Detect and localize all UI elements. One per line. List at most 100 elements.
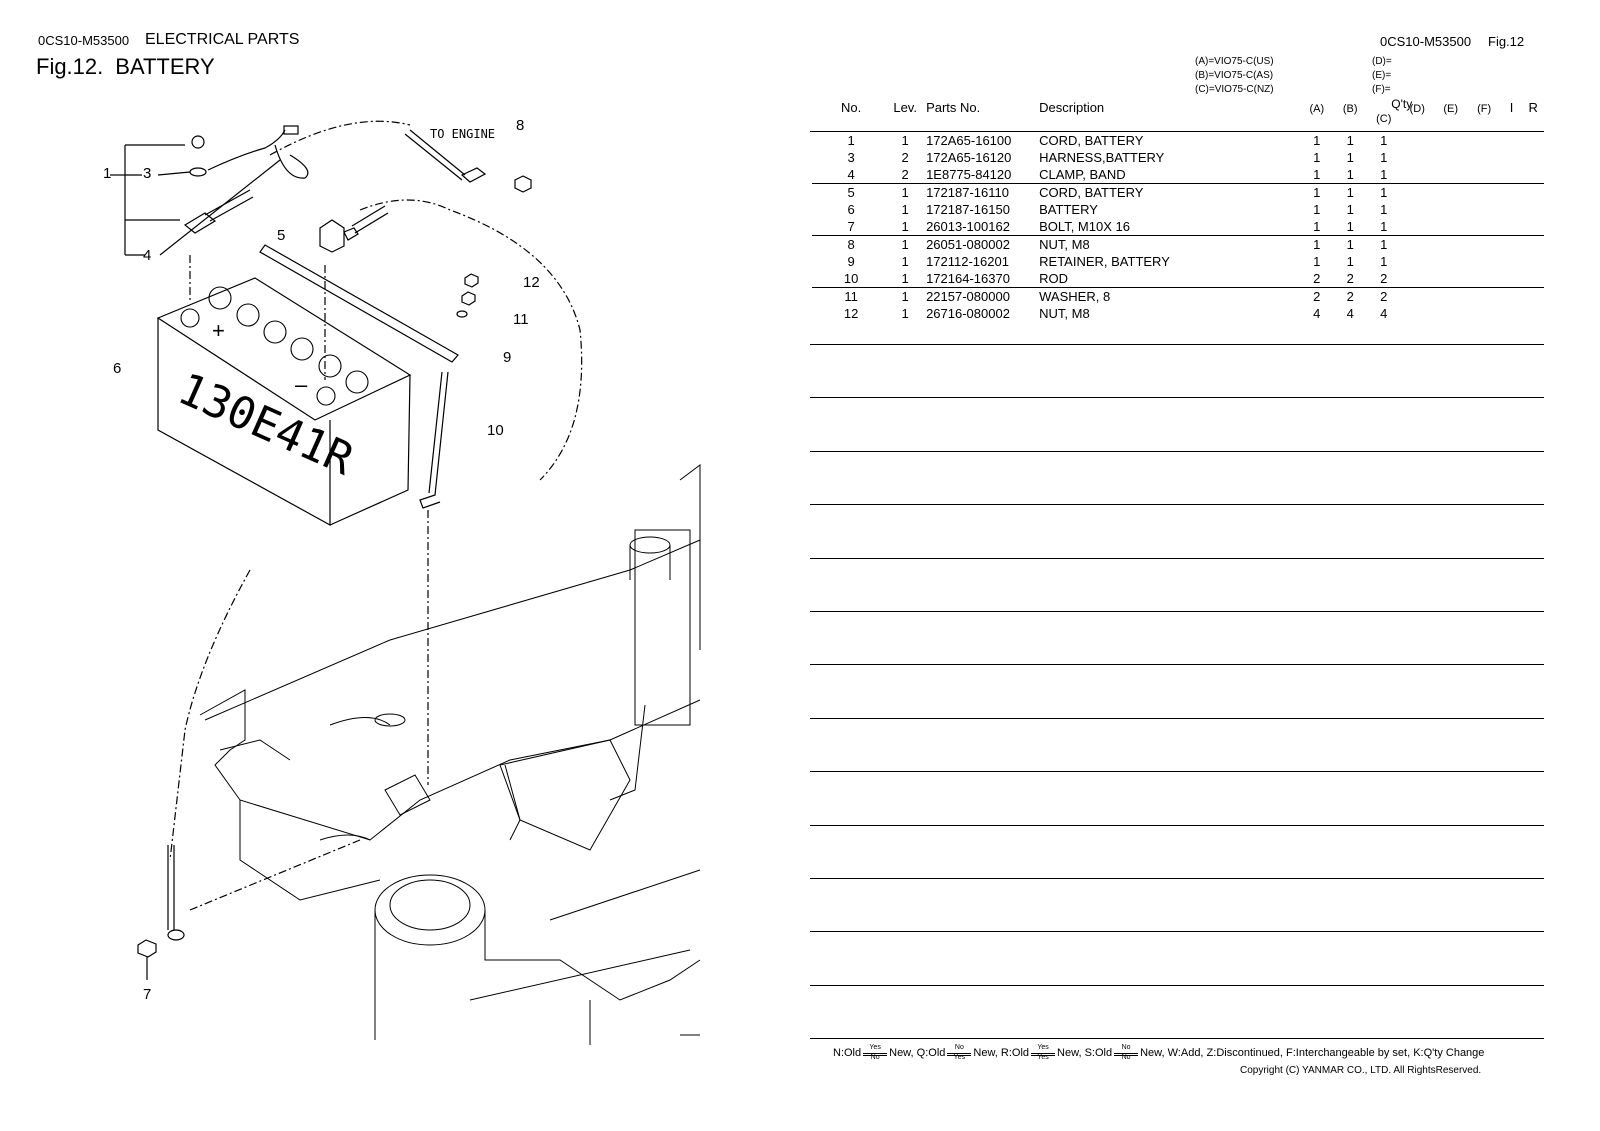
cell-d [1400, 270, 1434, 288]
cell-d [1401, 305, 1434, 322]
cell-desc: CLAMP, BAND [1039, 166, 1301, 184]
section-name: ELECTRICAL PARTS [145, 31, 300, 48]
battery-marking: 130E41R [171, 363, 362, 485]
blank-rule [810, 771, 1544, 772]
rod-art [419, 371, 449, 509]
cell-part-no: 26013-100162 [920, 218, 1040, 236]
cell-r [1522, 236, 1544, 254]
model-f: (F)= [1372, 84, 1391, 95]
battery-minus-mark: – [295, 372, 308, 397]
cell-i [1501, 201, 1522, 218]
model-c: (C)=VIO75-C(NZ) [1195, 84, 1274, 95]
cell-lev: 1 [890, 270, 921, 288]
cell-e [1434, 270, 1468, 288]
blank-rule [810, 451, 1544, 452]
col-e: (E) [1443, 103, 1459, 115]
copyright: Copyright (C) YANMAR CO., LTD. All Right… [1240, 1065, 1482, 1076]
cell-r [1522, 288, 1544, 306]
model-a: (A)=VIO75-C(US) [1195, 56, 1274, 67]
cell-e [1434, 218, 1468, 236]
cell-r [1522, 270, 1544, 288]
header-rule [810, 131, 1544, 132]
cell-r [1522, 305, 1544, 322]
cell-i [1501, 184, 1522, 202]
col-f: (F) [1477, 103, 1492, 115]
cell-e [1434, 253, 1467, 270]
fig-number: Fig.12. [36, 54, 104, 79]
callout-11: 11 [513, 311, 529, 328]
qty-header: Q'ty [1391, 97, 1413, 111]
callout-12: 12 [523, 274, 540, 291]
cell-desc: ROD [1039, 270, 1301, 288]
cell-no: 8 [847, 237, 855, 252]
cell-c: 1 [1380, 133, 1388, 148]
cell-lev: 1 [901, 133, 909, 148]
cell-a: 2 [1313, 289, 1321, 304]
col-c: Q'ty(C) [1376, 97, 1413, 125]
cell-f [1467, 236, 1500, 254]
parts-table: No. Lev. Parts No. Description (A) (B) Q… [812, 97, 1544, 322]
cell-a: 1 [1313, 254, 1321, 269]
col-d: (D) [1409, 103, 1425, 115]
cell-no: 5 [847, 185, 855, 200]
blank-rule [810, 878, 1544, 879]
blank-rule [810, 664, 1544, 665]
col-description: Description [1039, 100, 1105, 115]
cell-c: 4 [1380, 306, 1388, 321]
callout-4: 4 [143, 247, 152, 264]
cell-lev: 1 [901, 289, 909, 304]
engine-cable-art [404, 129, 532, 193]
cell-no: 7 [812, 218, 891, 236]
cell-a: 1 [1300, 166, 1334, 184]
cell-lev: 1 [901, 306, 909, 321]
cell-e [1434, 166, 1468, 184]
cell-desc: CORD, BATTERY [1039, 133, 1144, 148]
cell-r [1522, 149, 1544, 166]
cell-a: 1 [1313, 150, 1321, 165]
battery-cord-art [319, 205, 389, 253]
cell-b: 1 [1346, 133, 1354, 148]
cell-d [1401, 253, 1434, 270]
cell-part-no: 1E8775-84120 [920, 166, 1040, 184]
cell-b: 2 [1333, 270, 1367, 288]
cell-r [1522, 184, 1544, 202]
cell-d [1400, 218, 1434, 236]
cell-d [1401, 184, 1434, 202]
cell-no: 10 [812, 270, 891, 288]
page-title: Fig.12.BATTERY [36, 54, 227, 80]
cell-c: 1 [1380, 150, 1388, 165]
cell-part-no: 172164-16370 [920, 270, 1040, 288]
cell-b: 1 [1346, 237, 1354, 252]
blank-rule [810, 1038, 1544, 1039]
blank-rule [810, 397, 1544, 398]
cell-desc: HARNESS,BATTERY [1039, 150, 1165, 165]
cell-part-no: 26716-080002 [926, 306, 1010, 321]
cell-desc: BOLT, M10X 16 [1039, 218, 1301, 236]
cell-d [1401, 236, 1434, 254]
cell-i [1500, 218, 1523, 236]
cell-e [1434, 305, 1467, 322]
cell-f [1467, 288, 1500, 306]
cell-c: 1 [1366, 166, 1401, 184]
cell-desc: NUT, M8 [1039, 237, 1090, 252]
model-b: (B)=VIO75-C(AS) [1195, 70, 1274, 81]
cell-part-no: 172A65-16100 [926, 133, 1012, 148]
cell-no: 11 [844, 289, 858, 304]
blank-rule [810, 504, 1544, 505]
cell-part-no: 172187-16150 [926, 202, 1010, 217]
col-b: (B) [1342, 103, 1358, 115]
cell-i [1500, 270, 1523, 288]
blank-rule [810, 611, 1544, 612]
blank-rule [810, 558, 1544, 559]
cell-e [1434, 132, 1467, 149]
cell-lev: 1 [901, 237, 909, 252]
table-header-row: No. Lev. Parts No. Description (A) (B) Q… [812, 97, 1544, 132]
cell-e [1434, 201, 1467, 218]
